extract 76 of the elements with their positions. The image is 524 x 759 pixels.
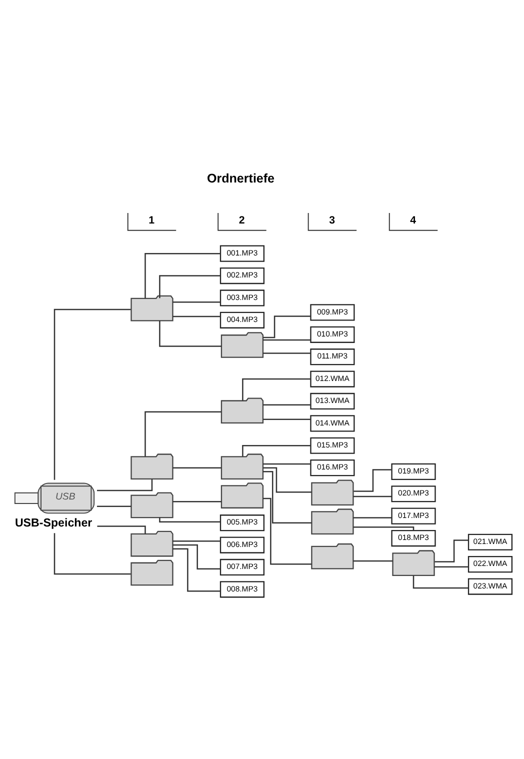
connector [96,505,132,507]
connector [263,404,311,405]
connector [242,444,311,456]
node-box: 003.MP3 [220,289,264,306]
node-folder [392,550,435,576]
connector [159,517,220,522]
connector [263,497,312,564]
node-box: 008.MP3 [220,580,264,598]
label: 1 [148,214,155,226]
connector [97,525,146,534]
node-folder [311,508,354,534]
label: Ordnertiefe [206,171,275,186]
connector [54,532,131,574]
connector [242,378,311,400]
connector [172,466,222,468]
node-box: 004.MP3 [220,311,264,328]
node-box: 019.MP3 [391,462,436,480]
node-box: 001.MP3 [220,244,264,262]
connector [144,410,222,456]
node-box: 005.MP3 [220,514,264,531]
node-folder [220,332,264,358]
node-box: 010.MP3 [310,326,355,342]
connector [54,308,131,480]
node-box: 013.WMA [310,392,355,410]
connector [172,500,222,502]
connector [263,352,311,354]
node-folder [130,453,174,479]
label: 4 [410,214,416,226]
node-box: 002.MP3 [220,266,264,284]
connector [172,315,220,317]
node-folder [311,479,354,506]
node-box: 017.MP3 [391,507,436,524]
connector [263,315,311,338]
node-box: 018.MP3 [391,529,436,546]
node-box: 022.WMA [468,556,513,572]
connector [434,566,468,568]
connector [172,548,220,592]
connector [159,320,222,346]
connector [172,300,220,302]
connector [172,540,220,542]
node-box: 023.WMA [468,578,513,594]
connector [263,462,311,464]
node-box: 020.MP3 [391,485,436,502]
label: 2 [238,214,245,226]
node-folder [220,482,264,508]
node-box: 011.MP3 [310,348,355,365]
connector [263,466,312,492]
node-box: 007.MP3 [220,558,264,576]
connector [263,418,311,420]
node-box: 014.WMA [310,414,355,432]
node-box: 015.MP3 [310,436,355,454]
node-folder [220,397,264,424]
connector [434,539,468,562]
connector [354,468,392,492]
label: 3 [329,214,335,226]
node-folder [130,492,174,518]
node-folder [130,559,174,586]
node-box: 016.MP3 [310,459,355,476]
connector [353,516,392,518]
connector [159,274,220,298]
node-folder [130,530,174,556]
connector [172,544,220,570]
connector [353,526,414,530]
node-box: 012.WMA [310,370,355,387]
node-folder [311,542,354,569]
connector [353,560,393,562]
node-label: USB-Speicher [14,516,92,529]
node-folder [130,294,174,321]
connector [144,252,220,298]
connector [263,470,312,523]
node-folder [220,453,264,479]
node-box: 006.MP3 [220,536,264,553]
connector [353,495,392,497]
connector [263,338,311,340]
node-box: 009.MP3 [310,304,355,320]
node-box: 021.WMA [468,533,513,550]
